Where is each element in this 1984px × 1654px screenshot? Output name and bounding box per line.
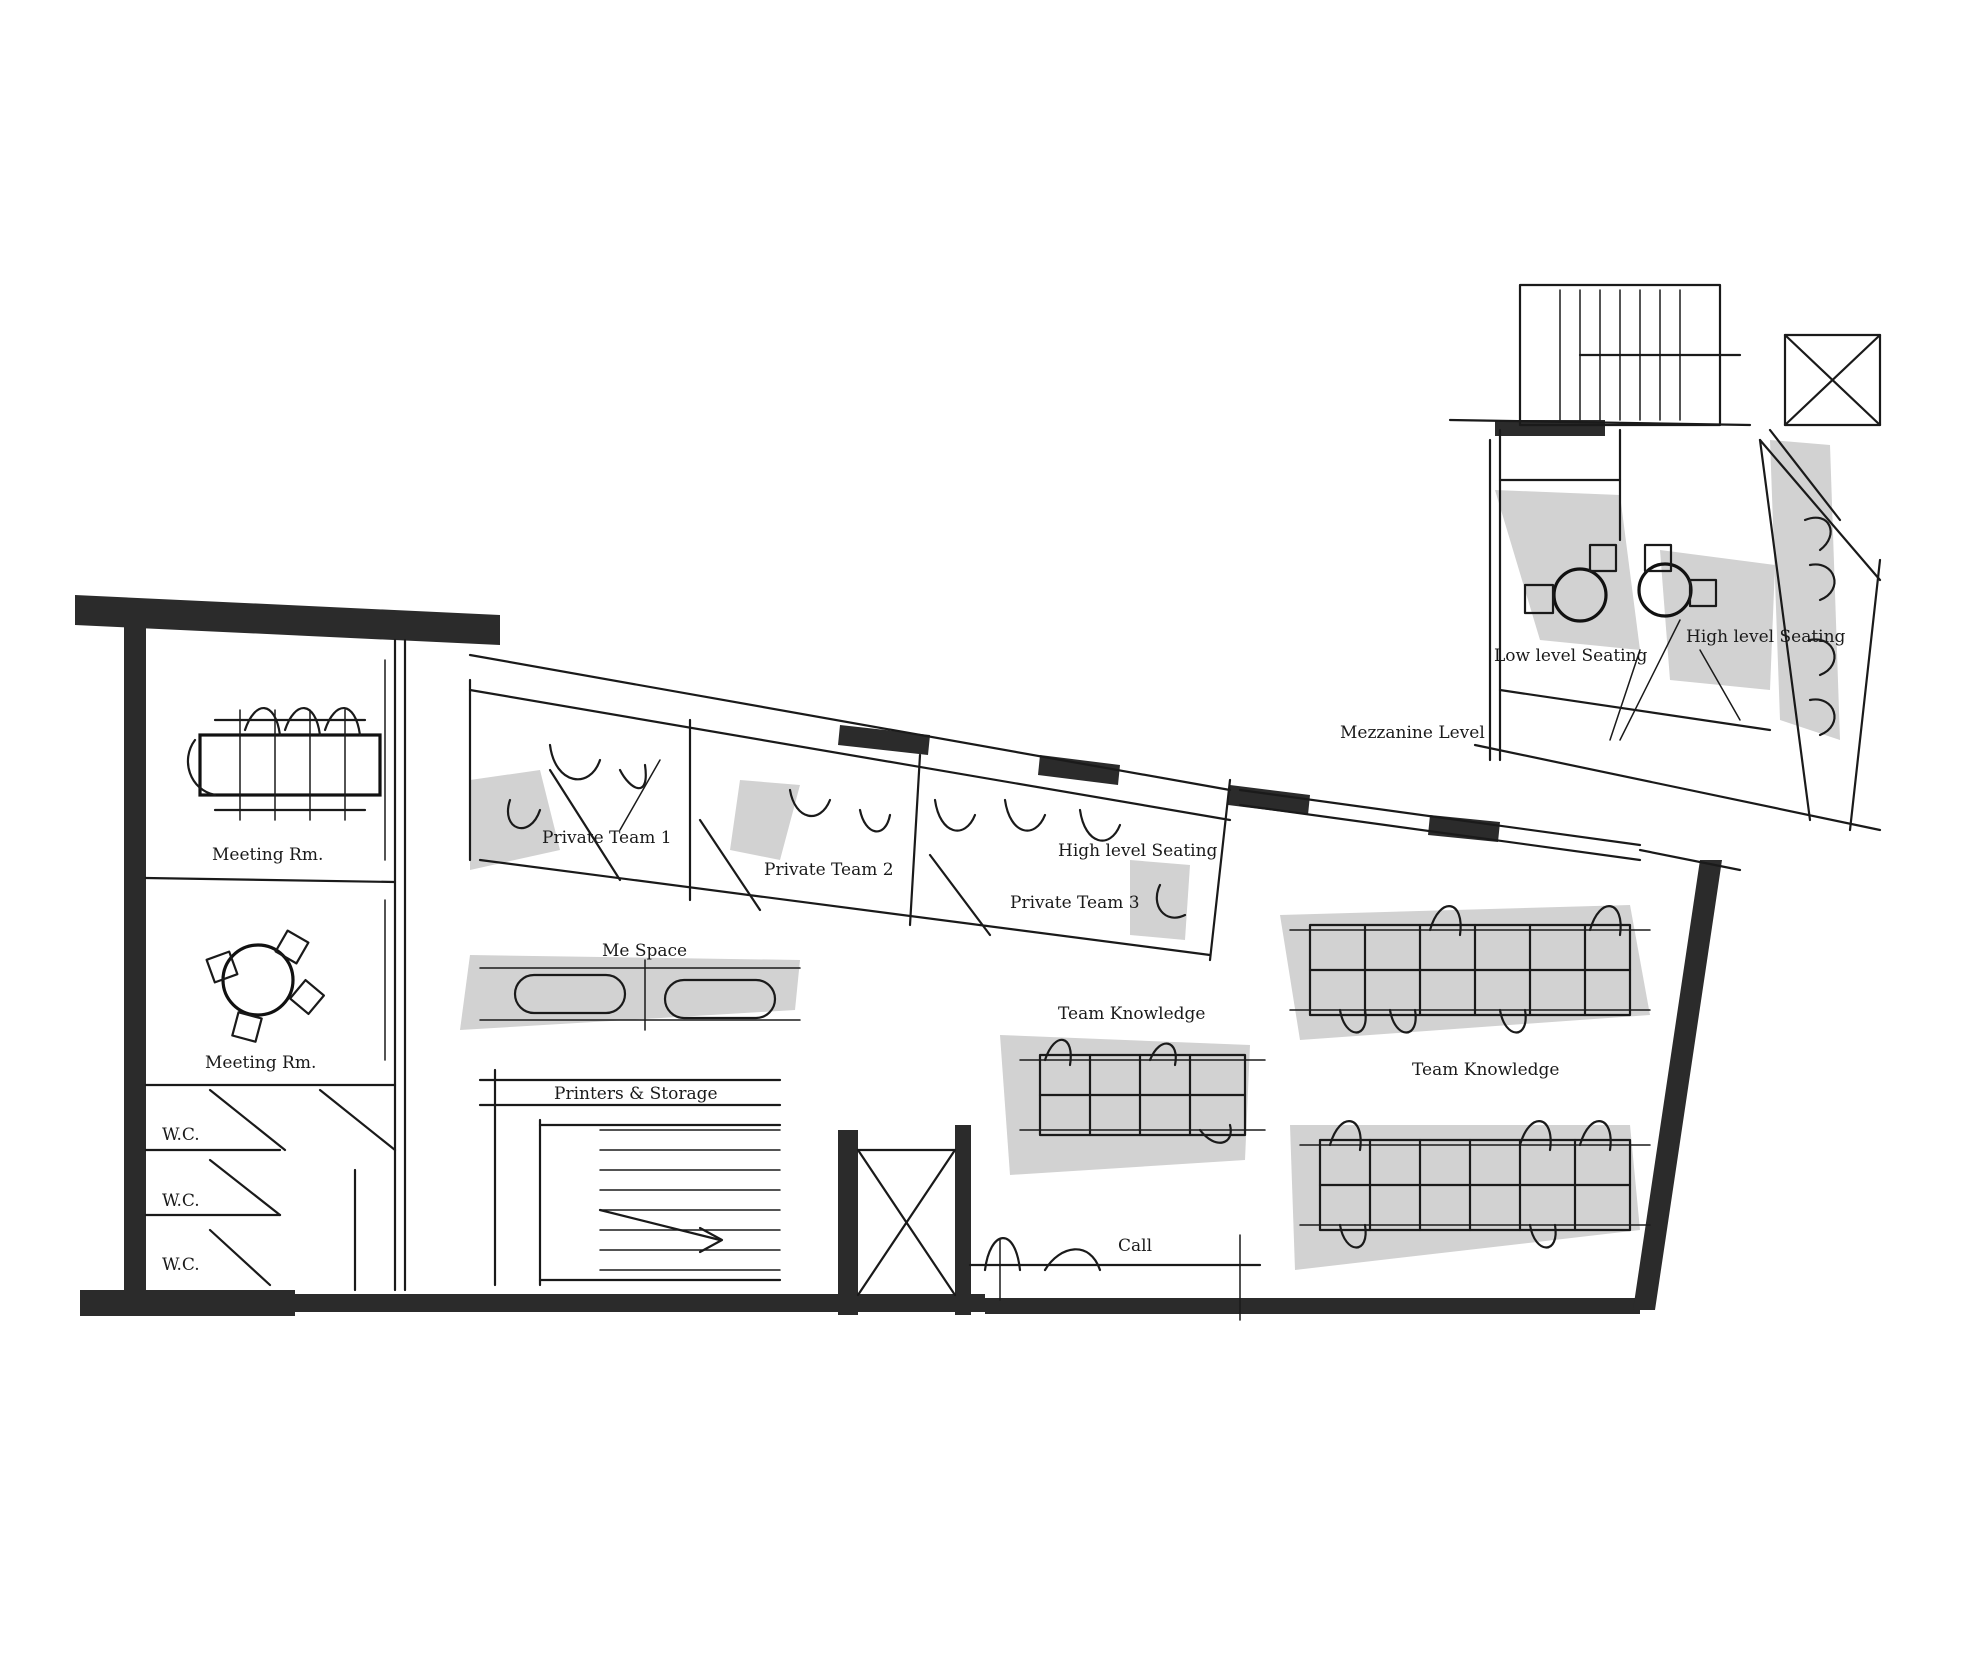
- label-call: Call: [1118, 1236, 1152, 1256]
- wall-upper-corridor-2: [1038, 755, 1120, 785]
- label-low-level-seating: Low level Seating: [1494, 646, 1648, 666]
- mezzanine-lift: [1783, 333, 1882, 427]
- meeting-table-round: [205, 929, 326, 1043]
- mezzanine-furniture: [1523, 516, 1836, 737]
- call-pods: [983, 1237, 1102, 1272]
- label-meeting-rm-2: Meeting Rm.: [205, 1053, 316, 1073]
- label-high-level-seating-2: High level Seating: [1686, 627, 1846, 647]
- label-private-team-1: Private Team 1: [542, 828, 672, 848]
- label-private-team-2: Private Team 2: [764, 860, 894, 880]
- private-team-furniture: [507, 743, 1187, 919]
- shading-zones: [460, 440, 1840, 1270]
- wall-lift-right: [955, 1125, 971, 1315]
- mezzanine-stair: [1518, 283, 1742, 427]
- shade-me-space: [460, 955, 800, 1030]
- shade-private-team-3: [1130, 860, 1190, 940]
- shade-mezzanine-low: [1495, 490, 1640, 650]
- shade-mezzanine-right: [1770, 440, 1840, 740]
- label-wc-3: W.C.: [162, 1255, 200, 1275]
- label-private-team-3: Private Team 3: [1010, 893, 1140, 913]
- shade-private-team-2: [730, 780, 800, 860]
- wall-left: [124, 625, 146, 1290]
- label-meeting-rm-1: Meeting Rm.: [212, 845, 323, 865]
- label-team-knowledge-1: Team Knowledge: [1058, 1004, 1206, 1024]
- wall-bottom-right: [985, 1298, 1640, 1314]
- shade-team-knowledge-right-bottom: [1290, 1125, 1640, 1270]
- main-stair: [598, 1129, 781, 1271]
- label-printers-storage: Printers & Storage: [554, 1084, 718, 1104]
- wall-bottom-middle: [295, 1294, 985, 1312]
- wall-upper-corridor-4: [1428, 815, 1500, 842]
- shade-team-knowledge-right-top: [1280, 905, 1650, 1040]
- label-me-space: Me Space: [602, 941, 687, 961]
- label-wc-1: W.C.: [162, 1125, 200, 1145]
- wall-right: [1633, 860, 1722, 1310]
- wall-bottom-left: [80, 1290, 295, 1316]
- wall-upper-corridor-3: [1228, 785, 1310, 815]
- desk-cluster-right-bottom: [1299, 1120, 1651, 1249]
- wall-top-left: [75, 595, 500, 645]
- shade-team-knowledge-left: [1000, 1035, 1250, 1175]
- label-team-knowledge-2: Team Knowledge: [1412, 1060, 1560, 1080]
- labels: Meeting Rm. Meeting Rm. W.C. W.C. W.C. P…: [162, 627, 1846, 1275]
- label-high-level-seating-1: High level Seating: [1058, 841, 1218, 861]
- desk-cluster-right-top: [1289, 905, 1651, 1034]
- shade-mezzanine-high: [1660, 550, 1775, 690]
- meeting-table-rect: [186, 707, 382, 821]
- shade-private-team-1: [470, 770, 560, 870]
- wall-lift-left: [838, 1130, 858, 1315]
- label-wc-2: W.C.: [162, 1191, 200, 1211]
- me-space-pods: [479, 959, 801, 1031]
- label-mezzanine-level: Mezzanine Level: [1340, 723, 1485, 743]
- walls: [75, 420, 1722, 1316]
- desk-cluster-left: [1019, 1038, 1266, 1144]
